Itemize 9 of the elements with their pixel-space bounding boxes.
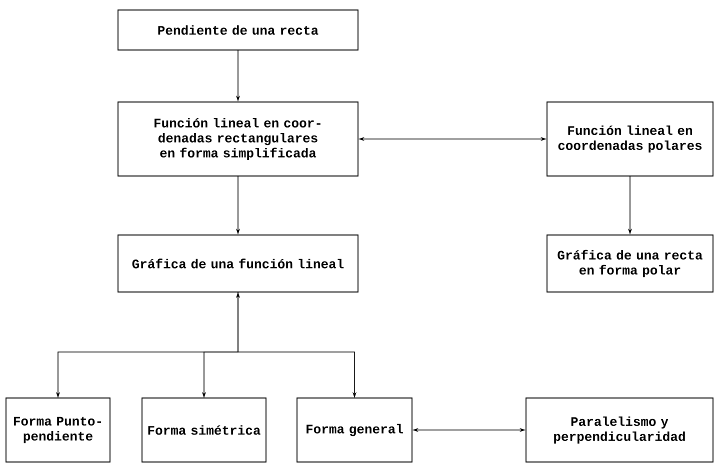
- process-box: Forma general: [296, 398, 412, 462]
- process-box: Gráfica de una recta en forma polar: [546, 234, 714, 292]
- process-box: Forma Punto- pendiente: [6, 398, 110, 462]
- process-box: Función lineal en coor- denadas rectangulares en forma simplificada: [118, 102, 358, 176]
- process-box: Forma simétrica: [142, 398, 266, 462]
- process-box: Pendiente de una recta: [118, 10, 358, 50]
- process-box: Paralelismo y perpendicularidad: [526, 398, 714, 462]
- process-box: Función lineal en coordenadas polares: [546, 102, 714, 176]
- process-box: Gráfica de una función lineal: [118, 234, 358, 292]
